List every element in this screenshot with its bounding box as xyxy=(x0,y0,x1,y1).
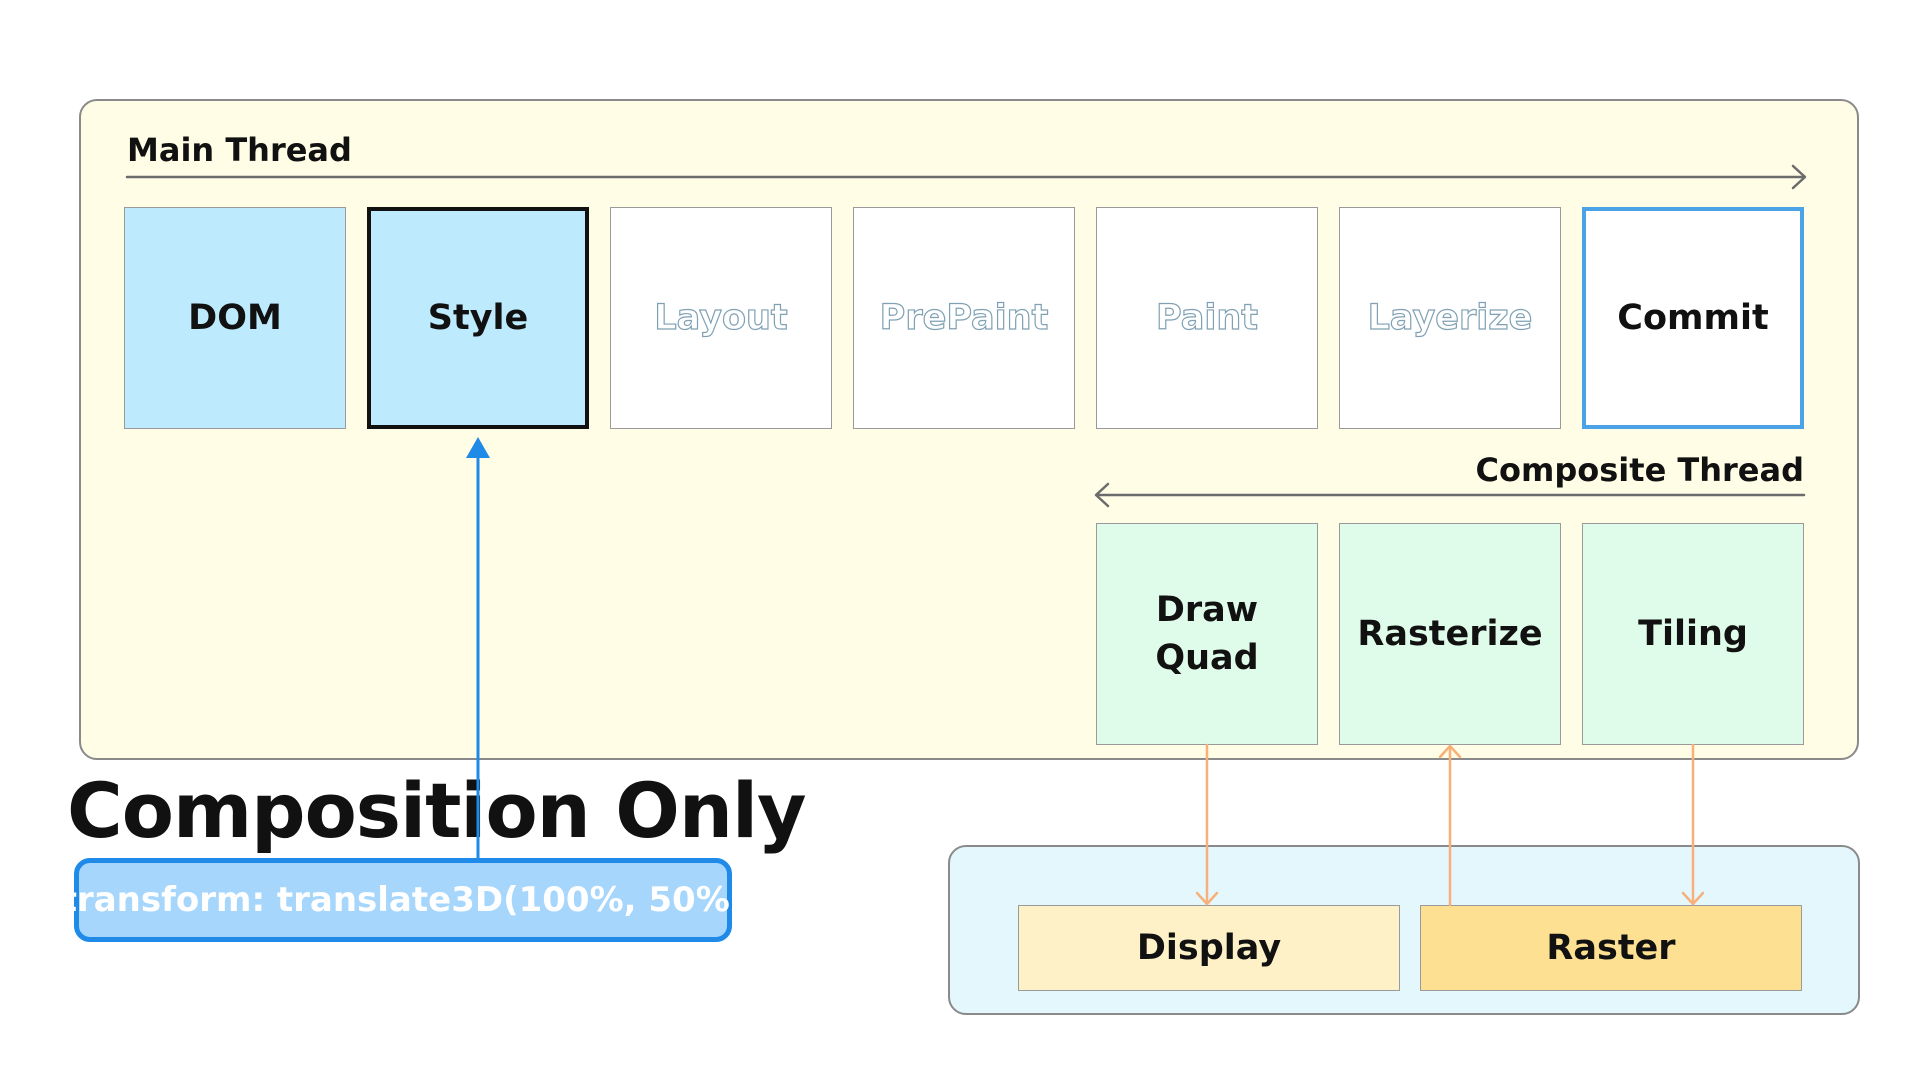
code-pill: transform: translate3D(100%, 50%) xyxy=(61,858,745,942)
stage-dom: DOM xyxy=(124,207,346,429)
composition-title: Composition Only xyxy=(67,766,807,855)
stage-style: Style xyxy=(367,207,589,429)
main-thread-label: Main Thread xyxy=(127,131,352,169)
stage-prepaint: PrePaint xyxy=(853,207,1075,429)
stage-draw-quad: Draw Quad xyxy=(1096,523,1318,745)
stage-display: Display xyxy=(1018,905,1400,991)
stage-layerize: Layerize xyxy=(1339,207,1561,429)
stage-tiling: Tiling xyxy=(1582,523,1804,745)
composite-thread-label: Composite Thread xyxy=(1475,451,1804,489)
stage-raster: Raster xyxy=(1420,905,1802,991)
stage-paint: Paint xyxy=(1096,207,1318,429)
stage-commit: Commit xyxy=(1582,207,1804,429)
stage-layout: Layout xyxy=(610,207,832,429)
stage-rasterize: Rasterize xyxy=(1339,523,1561,745)
